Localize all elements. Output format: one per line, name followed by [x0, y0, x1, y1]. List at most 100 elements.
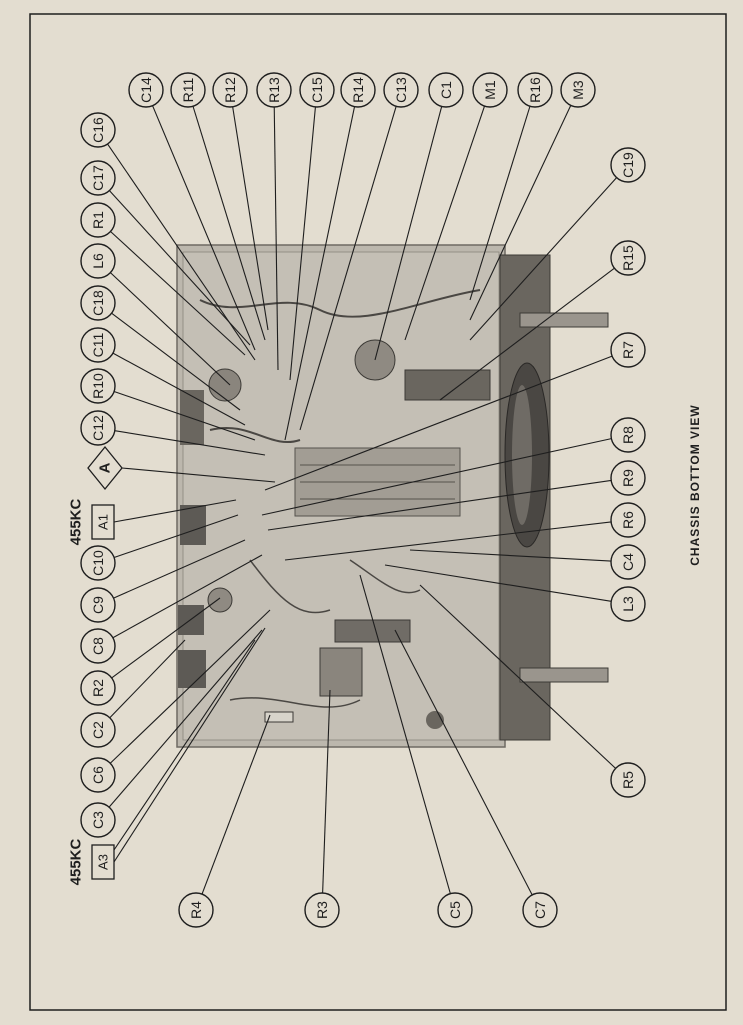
leader-line: [192, 106, 266, 341]
diamond-label-a: A: [87, 445, 123, 491]
label-r7: R7: [610, 332, 646, 368]
label-c13: C13: [383, 72, 419, 108]
label-circle: [437, 892, 473, 928]
label-circle: [178, 892, 214, 928]
label-text: C7: [532, 901, 548, 919]
label-circle: [256, 72, 292, 108]
leader-line: [289, 106, 316, 381]
label-circle: [80, 802, 116, 838]
leader-line: [469, 105, 572, 321]
label-text: M1: [482, 80, 498, 100]
label-circle: [610, 332, 646, 368]
label-c12: C12: [80, 410, 116, 446]
label-circle: [610, 417, 646, 453]
label-circle: [212, 72, 248, 108]
label-c7: C7: [522, 892, 558, 928]
label-circle: [80, 112, 116, 148]
label-text: C5: [447, 901, 463, 919]
label-circle: [610, 147, 646, 183]
leader-lines: [107, 105, 618, 896]
label-circle: [340, 72, 376, 108]
label-circle: [80, 712, 116, 748]
leader-line: [469, 106, 531, 301]
leader-line: [113, 639, 256, 851]
leader-line: [109, 639, 186, 719]
label-circle: [610, 460, 646, 496]
leader-line: [113, 539, 246, 599]
label-circle: [128, 72, 164, 108]
label-circle: [80, 670, 116, 706]
leader-line: [109, 190, 251, 346]
chassis-photo: [176, 244, 609, 748]
leader-line: [112, 352, 246, 426]
label-c8: C8: [80, 628, 116, 664]
label-text: R1: [90, 211, 106, 229]
label-text: C8: [90, 637, 106, 655]
label-text: C1: [438, 81, 454, 99]
label-r3: R3: [304, 892, 340, 928]
leader-line: [113, 514, 239, 559]
label-r16: R16: [517, 72, 553, 108]
label-r4: R4: [178, 892, 214, 928]
label-circle: [80, 160, 116, 196]
label-circle: [80, 410, 116, 446]
label-circle: [560, 72, 596, 108]
label-circle: [428, 72, 464, 108]
label-circle: [472, 72, 508, 108]
label-r1: R1: [80, 202, 116, 238]
label-l6: L6: [80, 243, 116, 279]
label-text: C11: [90, 332, 106, 357]
label-circle: [610, 502, 646, 538]
label-circle: [517, 72, 553, 108]
label-circle: [80, 243, 116, 279]
label-circle: [80, 628, 116, 664]
leader-line: [112, 554, 263, 639]
leader-line: [114, 430, 266, 456]
label-text: R7: [620, 341, 636, 359]
label-circle: [80, 545, 116, 581]
label-c16: C16: [80, 112, 116, 148]
label-r15: R15: [610, 240, 646, 276]
label-text: C10: [90, 550, 106, 576]
boxed-label-a1: A1: [91, 504, 115, 540]
leader-line: [322, 689, 331, 894]
freq-label-455kc-a1: 455KC: [68, 498, 85, 545]
label-text: C4: [620, 553, 636, 571]
label-text: C17: [90, 165, 106, 191]
label-c1: C1: [428, 72, 464, 108]
leader-line: [110, 231, 246, 356]
label-text: R2: [90, 679, 106, 697]
label-l3: L3: [610, 586, 646, 622]
label-text: L6: [90, 253, 106, 269]
label-c15: C15: [299, 72, 335, 108]
page-title: CHASSIS BOTTOM VIEW: [688, 404, 702, 565]
leader-line: [113, 627, 266, 863]
label-r13: R13: [256, 72, 292, 108]
leader-line: [201, 714, 271, 895]
leader-line: [284, 521, 612, 561]
label-circle: [170, 72, 206, 108]
label-text: C15: [309, 77, 325, 103]
leader-line: [404, 105, 486, 341]
label-r2: R2: [80, 670, 116, 706]
leader-line: [261, 438, 612, 516]
label-c19: C19: [610, 147, 646, 183]
label-r12: R12: [212, 72, 248, 108]
label-c3: C3: [80, 802, 116, 838]
freq-label-455kc-a3: 455KC: [68, 838, 85, 885]
label-circle: [80, 285, 116, 321]
label-circle: [80, 202, 116, 238]
leader-line: [394, 629, 533, 896]
label-c2: C2: [80, 712, 116, 748]
label-circle: [80, 757, 116, 793]
leader-line: [109, 609, 271, 764]
label-text: C6: [90, 766, 106, 784]
label-text: C12: [90, 415, 106, 441]
label-text: C16: [90, 117, 106, 143]
label-c6: C6: [80, 757, 116, 793]
leader-line: [232, 106, 269, 331]
label-text: R11: [180, 77, 196, 102]
label-circle: [610, 586, 646, 622]
